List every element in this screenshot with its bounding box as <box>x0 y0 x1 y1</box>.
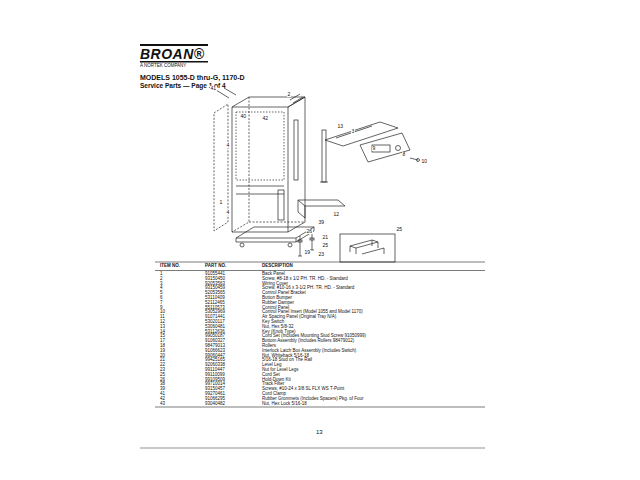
callout-number: 4 <box>226 143 230 148</box>
page-number: 13 <box>316 429 323 435</box>
part-number: 92060338 <box>205 363 225 368</box>
part-description: Nut, Hex Lock 5/16-18 <box>262 402 307 407</box>
part-description: Air Spacing Panel (Original Tray N/A) <box>262 315 336 320</box>
part-description: Screws, #10-24 x 3/8 SL FLX WS T-Point <box>262 387 344 392</box>
callout-number: 8 <box>402 152 406 157</box>
callout-number: 25 <box>396 227 403 232</box>
part-description: Bottom Assembly (Includes Rollers 984790… <box>262 339 354 344</box>
callout-number: 26 <box>306 229 313 234</box>
part-description: Control Panel Bracket <box>262 291 306 296</box>
callout-number: 23 <box>318 252 325 257</box>
callout-number: 39 <box>318 220 325 225</box>
callout-number: 21 <box>322 235 329 240</box>
part-number: 52053565 <box>205 291 225 296</box>
item-number: 5 <box>160 291 163 296</box>
item-number: 39 <box>160 387 165 392</box>
column-header: DESCRIPTION <box>262 264 293 269</box>
column-header: ITEM NO. <box>160 264 180 269</box>
part-description: Level Leg <box>262 363 282 368</box>
part-number: 93040482 <box>205 402 225 407</box>
callout-number: 10 <box>421 159 428 164</box>
callout-number: 1 <box>219 200 223 205</box>
callout-number: 13 <box>337 124 344 129</box>
callout-number: 9 <box>372 146 376 151</box>
item-number: 43 <box>160 402 165 407</box>
brand-logo: BROAN® <box>140 47 205 61</box>
callout-number: 42 <box>262 116 269 121</box>
item-number: 17 <box>160 339 165 344</box>
item-number: 22 <box>160 363 165 368</box>
part-number: 93150457 <box>205 387 225 392</box>
item-number: 11 <box>160 315 165 320</box>
callout-number: 40 <box>240 114 247 119</box>
callout-number: 2 <box>287 92 291 97</box>
callout-number: 3 <box>351 129 355 134</box>
callout-number: 12 <box>333 212 340 217</box>
part-number: 91071441 <box>205 315 225 320</box>
callout-number: 4 <box>226 210 230 215</box>
callout-number: 25 <box>322 243 329 248</box>
column-header: PART NO. <box>205 264 226 269</box>
models-title: MODELS 1055-D thru-G, 1170-D <box>140 74 245 81</box>
brand-tagline: A NORTEK COMPANY <box>140 64 186 69</box>
callout-number: 19 <box>304 250 311 255</box>
callout-number: 41 <box>210 86 217 91</box>
part-number: 91060327 <box>205 339 225 344</box>
